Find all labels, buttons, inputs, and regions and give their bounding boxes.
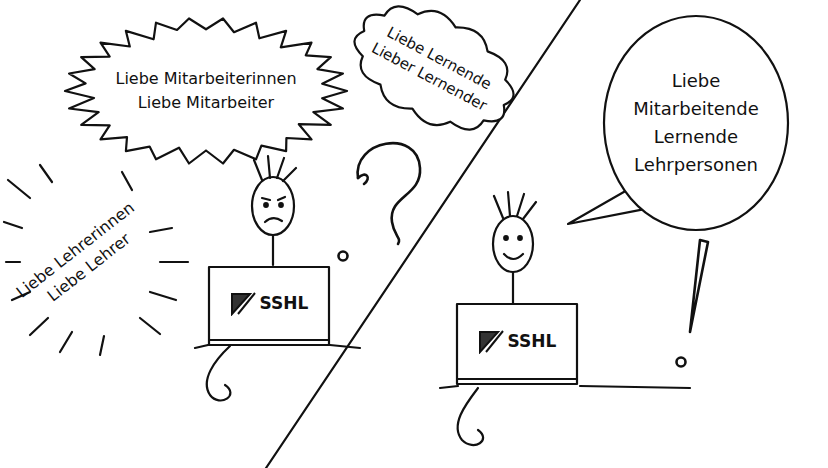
thought-cloud: Liebe Lernende Lieber Lernender — [329, 0, 539, 159]
logo-text: SSHL — [260, 293, 309, 313]
shout-rays — [4, 165, 188, 355]
spiky-outline — [65, 18, 347, 164]
sad-figure — [195, 156, 360, 400]
oval-outline — [602, 14, 790, 232]
exclamation-mark — [677, 240, 709, 367]
greeting-text: Liebe Mitarbeiterinnen Liebe Mitarbeiter — [111, 67, 301, 115]
question-mark — [339, 143, 421, 260]
spiky-speech-bubble: Liebe Mitarbeiterinnen Liebe Mitarbeiter — [65, 18, 347, 164]
shouted-greeting: Liebe Lehrerinnen Liebe Lehrer — [10, 195, 155, 321]
sshl-logo — [230, 290, 256, 316]
laptop: SSHL — [456, 303, 578, 385]
greeting-text: Liebe Mitarbeitende Lernende Lehrpersone… — [633, 67, 759, 179]
happy-figure — [440, 192, 690, 445]
sshl-logo — [478, 328, 504, 354]
oval-speech-bubble: Liebe Mitarbeitende Lernende Lehrpersone… — [602, 14, 790, 232]
logo-text: SSHL — [508, 331, 557, 351]
laptop: SSHL — [208, 266, 330, 346]
